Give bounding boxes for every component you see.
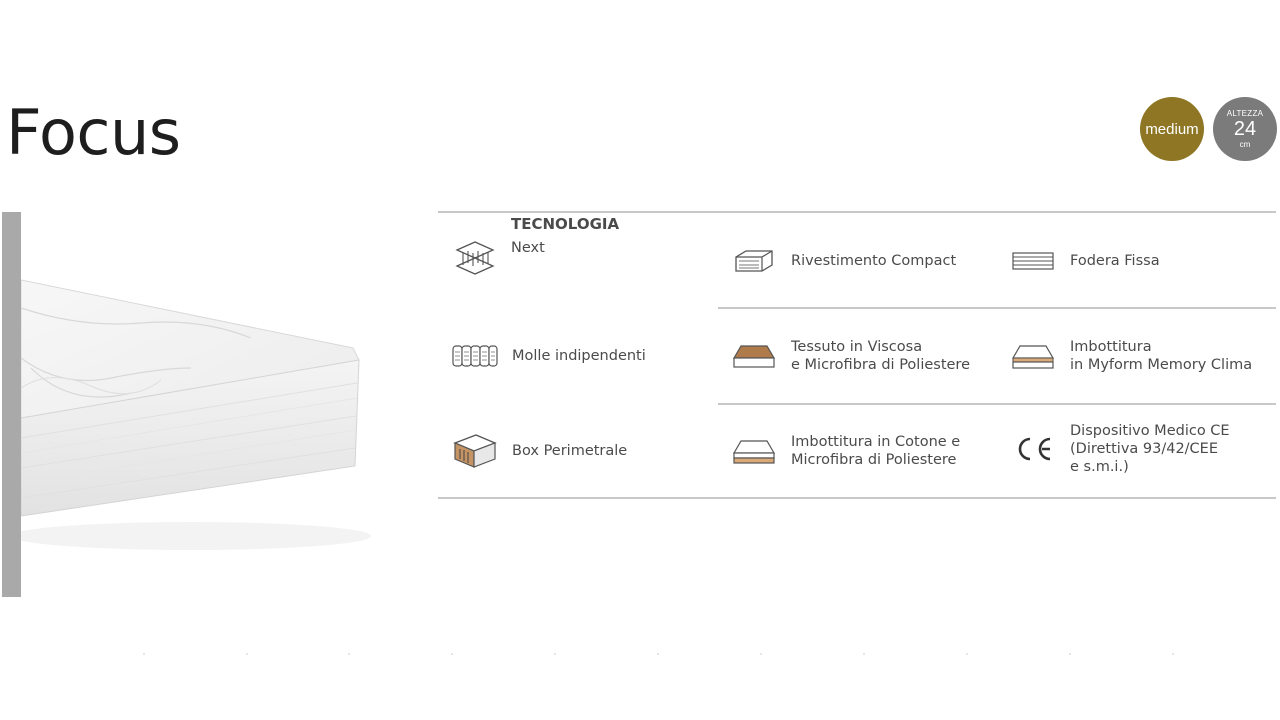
feature-imbottitura-cotone: Imbottitura in Cotone e Microfibra di Po… (731, 431, 960, 471)
footer-dot (760, 653, 762, 655)
footer-dot (246, 653, 248, 655)
firmness-badge: medium (1140, 97, 1204, 161)
footer-dot (143, 653, 145, 655)
feature-label: Imbottitura in Myform Memory Clima (1070, 339, 1253, 373)
perimeter-box-icon (452, 431, 498, 471)
footer-dot (451, 653, 453, 655)
height-label: ALTEZZA (1226, 109, 1264, 118)
feature-label: Molle indipendenti (512, 348, 646, 364)
feature-label: Fodera Fissa (1070, 253, 1160, 269)
feature-label: Next (511, 240, 545, 256)
footer-dot-row (0, 653, 1280, 656)
footer-dot (966, 653, 968, 655)
page-title: Focus (6, 96, 181, 169)
pocket-springs-icon (452, 336, 498, 376)
feature-molle-indipendenti: Molle indipendenti (452, 336, 646, 376)
side-accent-bar (2, 212, 21, 597)
divider-bottom (438, 497, 1276, 499)
feature-tessuto-viscosa: Tessuto in Viscosa e Microfibra di Polie… (731, 336, 970, 376)
section-label-tecnologia: TECNOLOGIA (511, 215, 620, 233)
mattress-image (21, 279, 371, 550)
footer-dot (1172, 653, 1174, 655)
feature-fodera-fissa: Fodera Fissa (1010, 241, 1160, 281)
feature-label: Imbottitura in Cotone e Microfibra di Po… (791, 434, 961, 468)
feature-dispositivo-medico: Dispositivo Medico CE (Direttiva 93/42/C… (1010, 422, 1230, 476)
height-unit: cm (1239, 140, 1251, 149)
viscose-fabric-icon (731, 336, 777, 376)
cotton-padding-icon (731, 431, 777, 471)
feature-next: Next (452, 238, 545, 278)
feature-rivestimento-compact: Rivestimento Compact (731, 241, 956, 281)
feature-label: Rivestimento Compact (791, 253, 957, 269)
footer-dot (554, 653, 556, 655)
feature-imbottitura-myform: Imbottitura in Myform Memory Clima (1010, 336, 1252, 376)
firmness-label: medium (1145, 120, 1199, 138)
footer-dot (863, 653, 865, 655)
feature-label: Box Perimetrale (512, 443, 628, 459)
memory-foam-padding-icon (1010, 336, 1056, 376)
feature-box-perimetrale: Box Perimetrale (452, 431, 627, 471)
divider-row2 (718, 403, 1276, 405)
divider-row1 (718, 307, 1276, 309)
footer-dot (348, 653, 350, 655)
divider-top (438, 211, 1276, 213)
feature-label: Dispositivo Medico CE (Direttiva 93/42/C… (1070, 423, 1230, 475)
ce-mark-icon (1010, 429, 1056, 469)
footer-dot (1069, 653, 1071, 655)
height-badge: ALTEZZA 24 cm (1213, 97, 1277, 161)
height-value: 24 (1233, 118, 1257, 140)
footer-dot (657, 653, 659, 655)
feature-label: Tessuto in Viscosa e Microfibra di Polie… (791, 339, 970, 373)
cover-compact-icon (731, 241, 777, 281)
fixed-lining-icon (1010, 241, 1056, 281)
spring-core-icon (452, 238, 498, 278)
